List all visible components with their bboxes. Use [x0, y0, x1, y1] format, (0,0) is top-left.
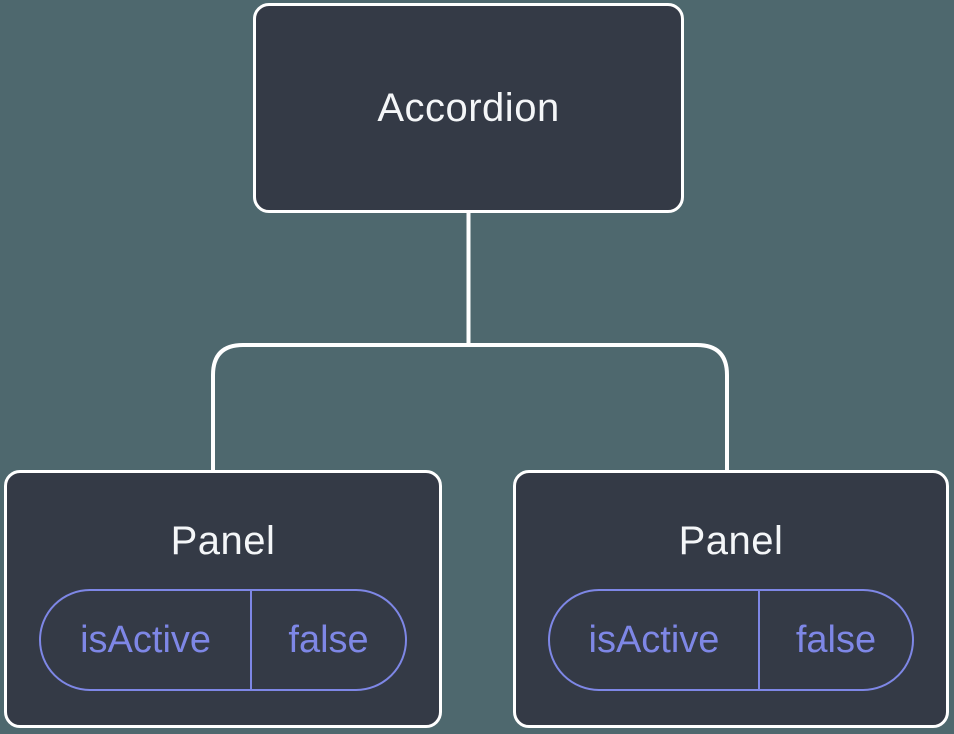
- state-pill-panel-1: isActive false: [39, 589, 407, 691]
- tree-node-accordion: Accordion: [253, 3, 684, 213]
- node-label-panel-1: Panel: [170, 519, 276, 563]
- tree-node-panel-1: Panel isActive false: [4, 470, 442, 728]
- state-value-panel-2: false: [795, 618, 877, 661]
- state-name-panel-1: isActive: [41, 591, 253, 689]
- node-label-panel-2: Panel: [678, 519, 784, 563]
- node-label-accordion: Accordion: [377, 85, 560, 130]
- state-pill-panel-2: isActive false: [548, 589, 914, 691]
- tree-node-panel-2: Panel isActive false: [513, 470, 949, 728]
- state-value-panel-1: false: [288, 618, 369, 661]
- state-name-panel-2: isActive: [550, 591, 760, 689]
